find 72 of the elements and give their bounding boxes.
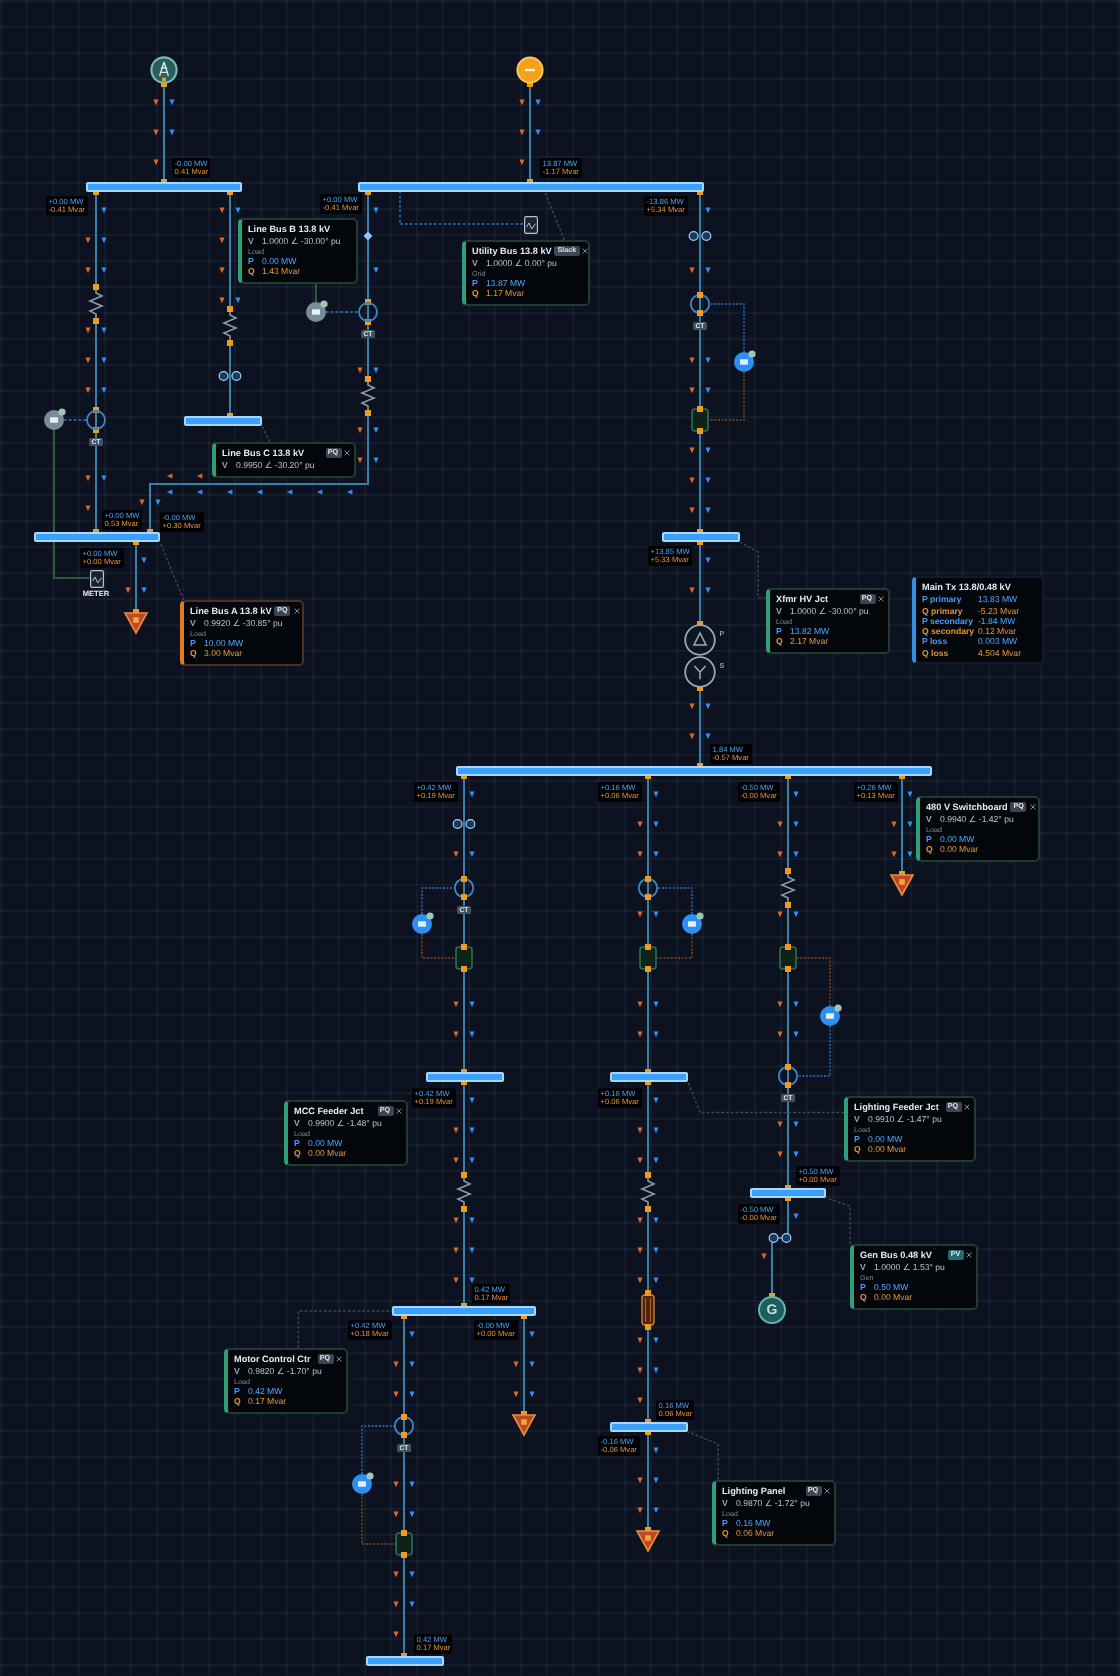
control-wire bbox=[399, 191, 524, 225]
control-wire bbox=[63, 419, 87, 421]
bus-bar bbox=[456, 766, 932, 776]
bus-bar bbox=[184, 416, 262, 426]
generator-circle bbox=[758, 1296, 786, 1324]
source-circle bbox=[516, 56, 544, 84]
power-line bbox=[529, 83, 531, 183]
control-wire bbox=[315, 283, 317, 303]
bus-info-card bbox=[238, 218, 358, 284]
power-line bbox=[699, 191, 701, 533]
power-line bbox=[647, 1431, 649, 1531]
bus-info-card bbox=[912, 576, 1044, 665]
bus-info-card bbox=[850, 1244, 978, 1310]
power-line bbox=[699, 687, 701, 767]
power-line bbox=[149, 321, 369, 533]
control-wire bbox=[53, 429, 90, 579]
leader-line bbox=[739, 541, 767, 599]
bus-info-card bbox=[712, 1480, 836, 1546]
control-wire bbox=[325, 311, 359, 313]
power-line bbox=[463, 1081, 465, 1307]
load-triangle bbox=[512, 1414, 536, 1436]
load-triangle bbox=[124, 612, 148, 634]
power-line bbox=[229, 191, 231, 417]
leader-line bbox=[261, 425, 271, 443]
bus-info-card bbox=[212, 442, 356, 478]
power-line bbox=[367, 191, 369, 303]
power-line bbox=[95, 429, 97, 533]
leader-line bbox=[544, 191, 566, 241]
relay-icon bbox=[306, 300, 328, 322]
bus-bar bbox=[366, 1656, 444, 1666]
load-triangle bbox=[636, 1530, 660, 1552]
bus-info-card bbox=[462, 240, 590, 306]
bus-bar bbox=[34, 532, 160, 542]
bus-info-card bbox=[844, 1096, 976, 1162]
power-line bbox=[403, 1315, 405, 1657]
leader-line bbox=[159, 541, 185, 601]
power-line bbox=[135, 541, 137, 613]
power-line bbox=[163, 83, 165, 183]
meter-icon bbox=[523, 215, 537, 233]
bus-bar bbox=[86, 182, 242, 192]
bus-info-card bbox=[916, 796, 1040, 862]
power-line bbox=[647, 775, 649, 1073]
current-transformer-symbol bbox=[358, 302, 378, 322]
bus-info-card bbox=[284, 1100, 408, 1166]
power-line bbox=[95, 191, 97, 411]
leader-line bbox=[297, 1310, 393, 1349]
bus-bar bbox=[610, 1072, 688, 1082]
bus-info-card bbox=[180, 600, 304, 666]
source-circle bbox=[150, 56, 178, 84]
bus-bar bbox=[358, 182, 704, 192]
bus-bar bbox=[662, 532, 740, 542]
power-line bbox=[787, 775, 789, 1189]
power-line bbox=[463, 775, 465, 1073]
leader-line bbox=[825, 1197, 851, 1245]
power-line bbox=[771, 1197, 789, 1297]
bus-bar bbox=[750, 1188, 826, 1198]
meter-icon bbox=[89, 569, 103, 587]
leader-line bbox=[687, 1081, 845, 1114]
bus-info-card bbox=[766, 588, 890, 654]
bus-bar bbox=[392, 1306, 536, 1316]
transformer-symbol bbox=[684, 624, 716, 688]
leader-line bbox=[687, 1431, 719, 1481]
current-transformer-symbol bbox=[86, 410, 106, 430]
bus-bar bbox=[426, 1072, 504, 1082]
power-line bbox=[901, 775, 903, 875]
bus-bar bbox=[610, 1422, 688, 1432]
relay-icon bbox=[44, 408, 66, 430]
power-line bbox=[647, 1081, 649, 1423]
power-line bbox=[699, 541, 701, 625]
bus-info-card bbox=[224, 1348, 348, 1414]
power-line bbox=[523, 1315, 525, 1415]
load-triangle bbox=[890, 874, 914, 896]
